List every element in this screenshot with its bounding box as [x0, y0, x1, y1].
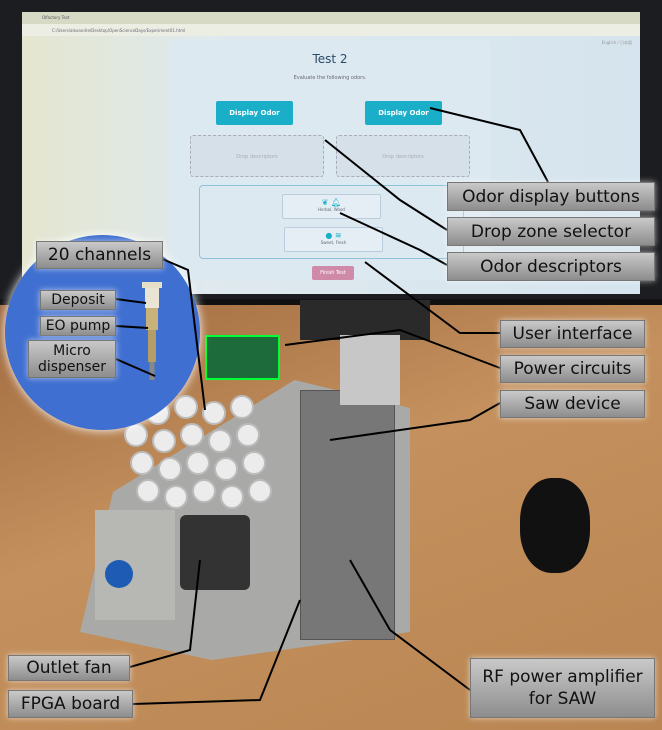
bell-icon: 🔔︎: [331, 198, 342, 207]
outlet-fan: [180, 515, 250, 590]
label-eo-pump: EO pump: [40, 316, 116, 336]
label-outlet-fan: Outlet fan: [8, 655, 130, 681]
display-odor-button-1[interactable]: Display Odor: [216, 101, 293, 125]
descriptor-label: Herbal, Wood: [318, 207, 345, 212]
test-card: Test 2 Evaluate the following odors. Dis…: [170, 40, 490, 280]
callout-line: [115, 298, 147, 304]
blue-push-button: [105, 560, 133, 588]
callout-line: [349, 559, 471, 691]
channel-cap: [186, 451, 210, 475]
electronics-rack: [300, 390, 395, 640]
label-rf-power-amplifier: RF power amplifier for SAW: [470, 658, 655, 718]
channel-cap: [214, 457, 238, 481]
descriptor-item[interactable]: ● ≋ Sweet, Fresh: [284, 227, 383, 252]
label-odor-descriptors: Odor descriptors: [447, 252, 655, 281]
waves-icon: ≋: [334, 231, 342, 240]
callout-line: [324, 139, 448, 231]
callout-line: [129, 559, 201, 668]
label-fpga-board: FPGA board: [8, 690, 133, 718]
label-20-channels: 20 channels: [36, 241, 163, 269]
channel-cap: [248, 479, 272, 503]
address-bar[interactable]: C:/Users/alexandre/Desktop/OpenScienceDa…: [22, 24, 640, 36]
label-saw-device: Saw device: [500, 390, 645, 418]
monitor: Olfactory Test C:/Users/alexandre/Deskto…: [0, 0, 662, 305]
micro-dispenser-image: [142, 282, 162, 380]
test-subtitle: Evaluate the following odors.: [293, 75, 367, 81]
callout-line: [329, 402, 501, 441]
callout-line: [159, 257, 206, 411]
channel-cap: [192, 479, 216, 503]
display-odor-button-2[interactable]: Display Odor: [365, 101, 442, 125]
channel-cap: [208, 429, 232, 453]
drop-zone-2[interactable]: Drop descriptors: [336, 135, 470, 177]
descriptor-pool: ❦ 🔔︎ Herbal, Wood ● ≋ Sweet, Fresh: [199, 185, 464, 259]
computer-mouse: [520, 478, 590, 573]
channel-cap: [180, 423, 204, 447]
channel-cap: [152, 429, 176, 453]
channel-cap: [242, 451, 266, 475]
callout-line: [284, 328, 501, 369]
callout-line: [132, 599, 301, 705]
power-supply: [340, 335, 400, 405]
descriptor-item[interactable]: ❦ 🔔︎ Herbal, Wood: [282, 194, 381, 219]
callout-line: [115, 358, 156, 377]
channel-cap: [174, 395, 198, 419]
channel-cap: [202, 401, 226, 425]
test-title: Test 2: [312, 52, 348, 66]
channel-cap: [136, 479, 160, 503]
callout-line: [364, 261, 500, 334]
channel-cap: [236, 423, 260, 447]
finish-test-button[interactable]: Finish Test: [312, 266, 354, 280]
label-user-interface: User interface: [500, 320, 645, 348]
channel-cap: [164, 485, 188, 509]
channel-cap: [230, 395, 254, 419]
channel-cap: [130, 451, 154, 475]
label-drop-zone-selector: Drop zone selector: [447, 217, 655, 246]
descriptor-label: Sweet, Fresh: [320, 240, 347, 245]
monitor-screen: Olfactory Test C:/Users/alexandre/Deskto…: [22, 12, 640, 294]
browser-tab[interactable]: Olfactory Test: [22, 12, 640, 24]
candy-icon: ●: [325, 231, 333, 240]
channel-cap: [220, 485, 244, 509]
callout-line: [429, 107, 549, 183]
callout-line: [339, 212, 448, 266]
label-power-circuits: Power circuits: [500, 355, 645, 383]
callout-line: [115, 325, 149, 329]
label-micro-dispenser: Micro dispenser: [28, 340, 116, 378]
channel-cap: [158, 457, 182, 481]
label-odor-display-buttons: Odor display buttons: [447, 182, 655, 211]
power-circuit-board: [205, 335, 280, 380]
drop-zone-1[interactable]: Drop descriptors: [190, 135, 324, 177]
label-deposit: Deposit: [40, 290, 116, 310]
leaf-icon: ❦: [321, 198, 329, 207]
language-toggle[interactable]: English / 日本語: [601, 40, 632, 45]
